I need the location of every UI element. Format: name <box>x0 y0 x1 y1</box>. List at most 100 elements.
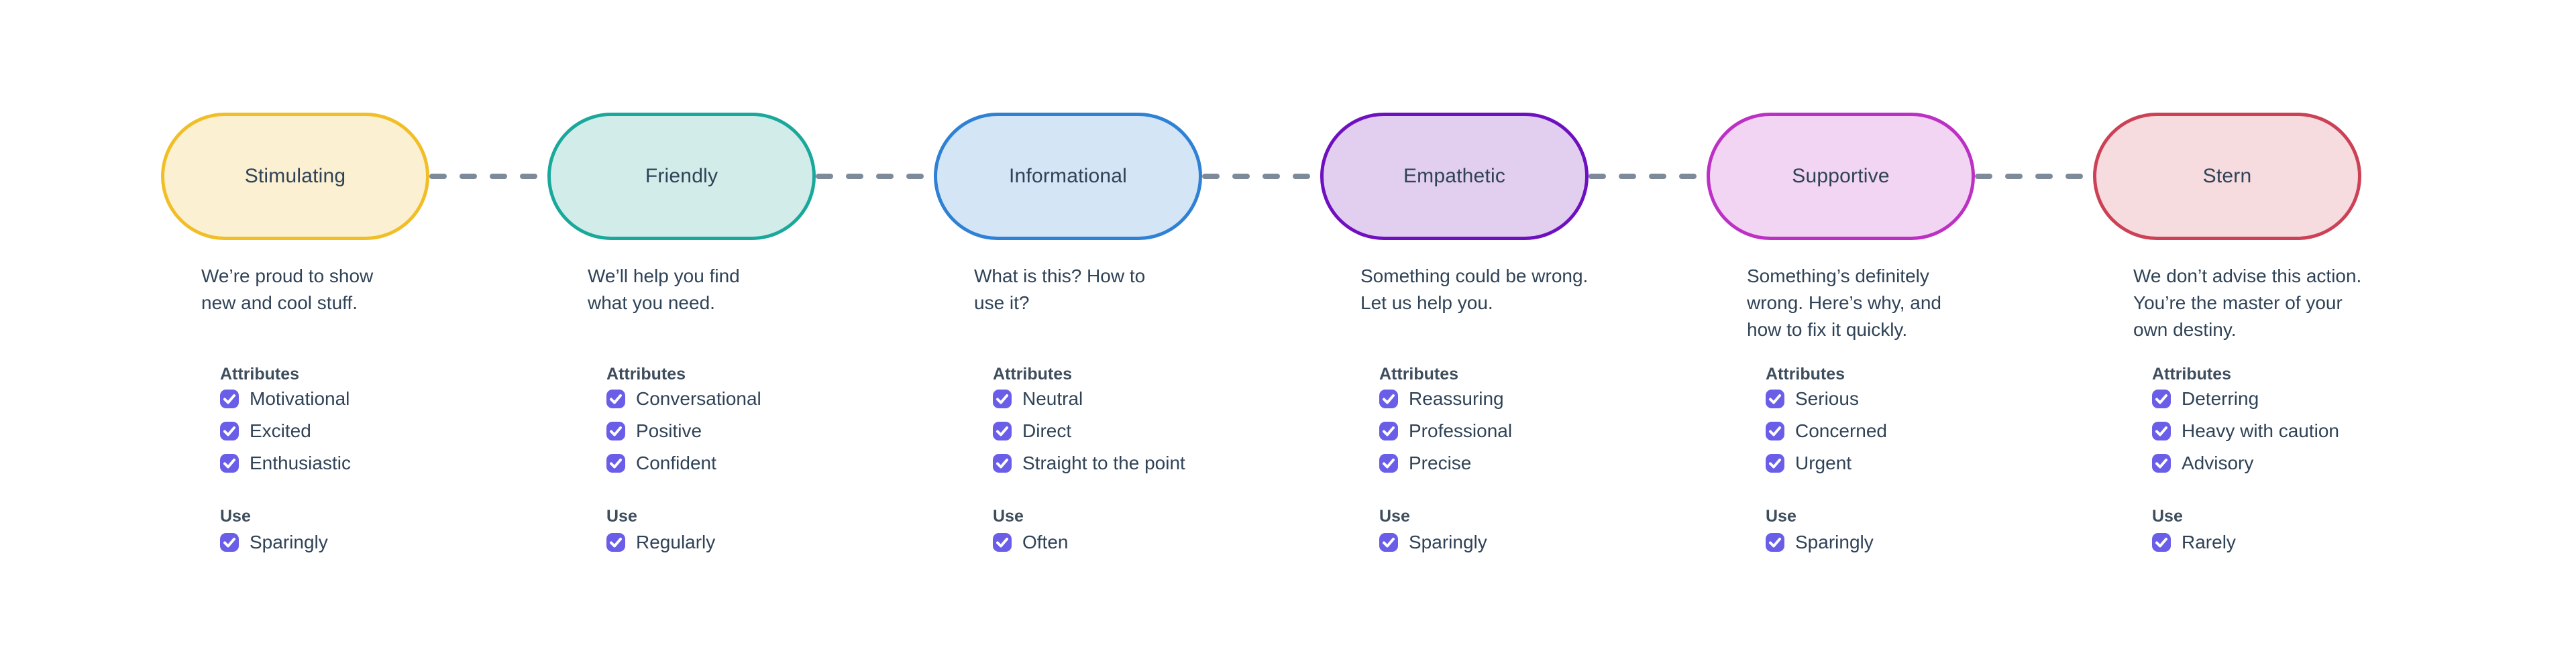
attribute-row: Excited <box>220 420 429 441</box>
checkmark-icon <box>1769 394 1781 404</box>
attribute-checkbox[interactable] <box>1766 454 1784 473</box>
attribute-label: Urgent <box>1795 453 1852 473</box>
attributes-section: Attributes Reassuring Professional <box>1320 364 1589 473</box>
tone-column-informational: Informational What is this? How to use i… <box>934 113 1202 552</box>
use-label: Sparingly <box>250 532 328 552</box>
attribute-label: Reassuring <box>1409 388 1504 409</box>
use-checkbox[interactable] <box>1766 533 1784 552</box>
use-section: Use Sparingly <box>1320 506 1589 552</box>
attribute-label: Direct <box>1022 420 1072 441</box>
checkmark-icon <box>2155 459 2167 469</box>
attribute-checkbox[interactable] <box>1379 422 1398 440</box>
use-section: Use Regularly <box>547 506 816 552</box>
tone-pill-label: Friendly <box>645 165 718 187</box>
attribute-checkbox[interactable] <box>606 422 625 440</box>
attribute-row: Direct <box>993 420 1202 441</box>
tone-column-empathetic: Empathetic Something could be wrong. Let… <box>1320 113 1589 552</box>
use-heading: Use <box>220 507 251 526</box>
dashed-line <box>1975 174 2093 179</box>
checkmark-icon <box>1383 426 1395 436</box>
attribute-checkbox[interactable] <box>2152 422 2171 440</box>
attribute-row: Deterring <box>2152 388 2361 409</box>
attribute-checkbox[interactable] <box>1766 422 1784 440</box>
use-heading: Use <box>2152 507 2183 526</box>
use-checkbox[interactable] <box>606 533 625 552</box>
tone-pill-stimulating: Stimulating <box>161 113 429 240</box>
tone-description: We’re proud to show new and cool stuff. <box>201 266 374 313</box>
attribute-checkbox[interactable] <box>1379 390 1398 408</box>
attributes-heading: Attributes <box>1766 365 1845 384</box>
attributes-heading: Attributes <box>2152 365 2232 384</box>
attribute-label: Positive <box>636 420 702 441</box>
use-label: Often <box>1022 532 1069 552</box>
checkmark-icon <box>1383 538 1395 548</box>
attribute-label: Deterring <box>2182 388 2259 409</box>
connector <box>1975 113 2093 240</box>
checkmark-icon <box>1769 459 1781 469</box>
tone-pill-label: Stimulating <box>244 165 346 187</box>
tone-pill-label: Stern <box>2202 165 2252 187</box>
attributes-heading: Attributes <box>1379 365 1459 384</box>
connector <box>816 113 934 240</box>
attribute-checkbox[interactable] <box>220 390 239 408</box>
attribute-checkbox[interactable] <box>993 422 1012 440</box>
attribute-row: Confident <box>606 453 816 473</box>
attribute-label: Enthusiastic <box>250 453 351 473</box>
use-checkbox[interactable] <box>2152 533 2171 552</box>
attributes-heading: Attributes <box>606 365 686 384</box>
attribute-checkbox[interactable] <box>1379 454 1398 473</box>
tone-pill-empathetic: Empathetic <box>1320 113 1589 240</box>
connector <box>429 113 547 240</box>
use-heading: Use <box>993 507 1024 526</box>
checkmark-icon <box>996 459 1008 469</box>
attributes-heading: Attributes <box>993 365 1073 384</box>
attribute-label: Professional <box>1409 420 1513 441</box>
use-checkbox[interactable] <box>993 533 1012 552</box>
tone-description: We’ll help you find what you need. <box>588 266 740 313</box>
use-heading: Use <box>1379 507 1410 526</box>
use-checkbox[interactable] <box>1379 533 1398 552</box>
use-section: Use Rarely <box>2093 506 2361 552</box>
attribute-row: Concerned <box>1766 420 1975 441</box>
attribute-checkbox[interactable] <box>220 454 239 473</box>
attribute-checkbox[interactable] <box>2152 390 2171 408</box>
use-row: Often <box>993 532 1202 552</box>
use-checkbox[interactable] <box>220 533 239 552</box>
attribute-label: Excited <box>250 420 311 441</box>
attribute-checkbox[interactable] <box>2152 454 2171 473</box>
attribute-row: Enthusiastic <box>220 453 429 473</box>
checkmark-icon <box>223 426 235 436</box>
attribute-checkbox[interactable] <box>993 454 1012 473</box>
attribute-checkbox[interactable] <box>606 454 625 473</box>
attribute-label: Conversational <box>636 388 761 409</box>
checkmark-icon <box>610 426 622 436</box>
checkmark-icon <box>996 426 1008 436</box>
use-section: Use Sparingly <box>1707 506 1975 552</box>
use-label: Sparingly <box>1409 532 1487 552</box>
use-heading: Use <box>606 507 637 526</box>
attributes-heading: Attributes <box>220 365 300 384</box>
attribute-row: Precise <box>1379 453 1589 473</box>
attribute-row: Professional <box>1379 420 1589 441</box>
use-heading: Use <box>1766 507 1796 526</box>
checkmark-icon <box>2155 394 2167 404</box>
attribute-label: Serious <box>1795 388 1859 409</box>
attribute-checkbox[interactable] <box>220 422 239 440</box>
tone-column-stern: Stern We don’t advise this action. You’r… <box>2093 113 2361 552</box>
use-row: Rarely <box>2152 532 2361 552</box>
attribute-label: Confident <box>636 453 716 473</box>
attribute-checkbox[interactable] <box>1766 390 1784 408</box>
attributes-section: Attributes Deterring Heavy with caution <box>2093 364 2361 473</box>
attribute-checkbox[interactable] <box>993 390 1012 408</box>
checkmark-icon <box>1769 426 1781 436</box>
tone-pill-label: Supportive <box>1792 165 1890 187</box>
attribute-row: Positive <box>606 420 816 441</box>
attribute-checkbox[interactable] <box>606 390 625 408</box>
dashed-line <box>816 174 934 179</box>
attributes-section: Attributes Neutral Direct <box>934 364 1202 473</box>
use-label: Regularly <box>636 532 716 552</box>
attribute-row: Heavy with caution <box>2152 420 2361 441</box>
use-row: Sparingly <box>1766 532 1975 552</box>
tone-description: Something could be wrong. Let us help yo… <box>1360 266 1589 313</box>
